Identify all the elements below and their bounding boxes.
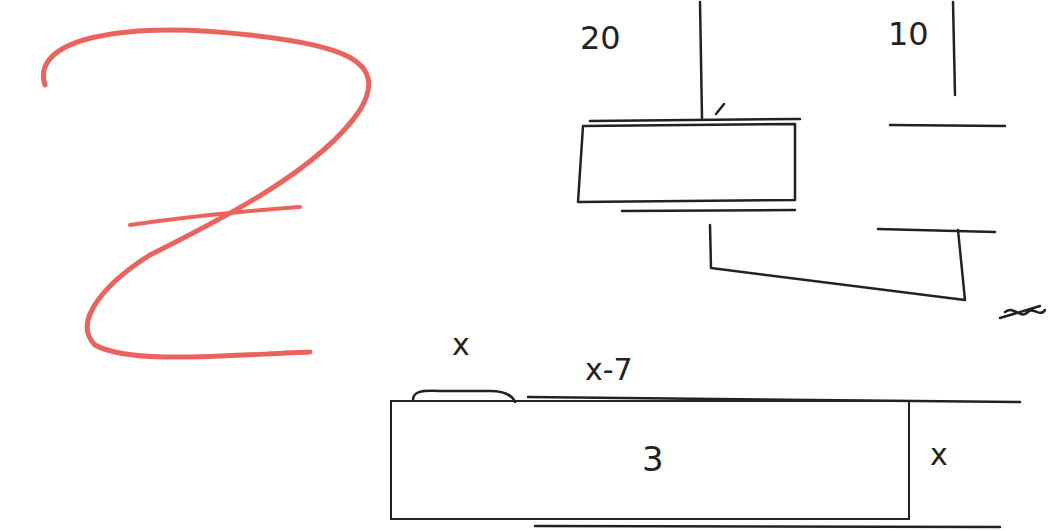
sketch-label: x-7 [585,355,633,385]
red-z-bar [130,207,300,225]
long-box: 3 [390,400,910,520]
sketch-label: 10 [888,18,929,50]
sketch-label: x [930,440,948,470]
sketch-label: 20 [580,22,621,54]
upper-sketch [578,2,1005,300]
sketch-label: x [452,330,470,360]
crossed-out-scribble [1000,306,1045,318]
red-z-scribble [43,30,368,357]
box-number: 3 [642,442,664,476]
lower-sketch [413,306,1045,527]
